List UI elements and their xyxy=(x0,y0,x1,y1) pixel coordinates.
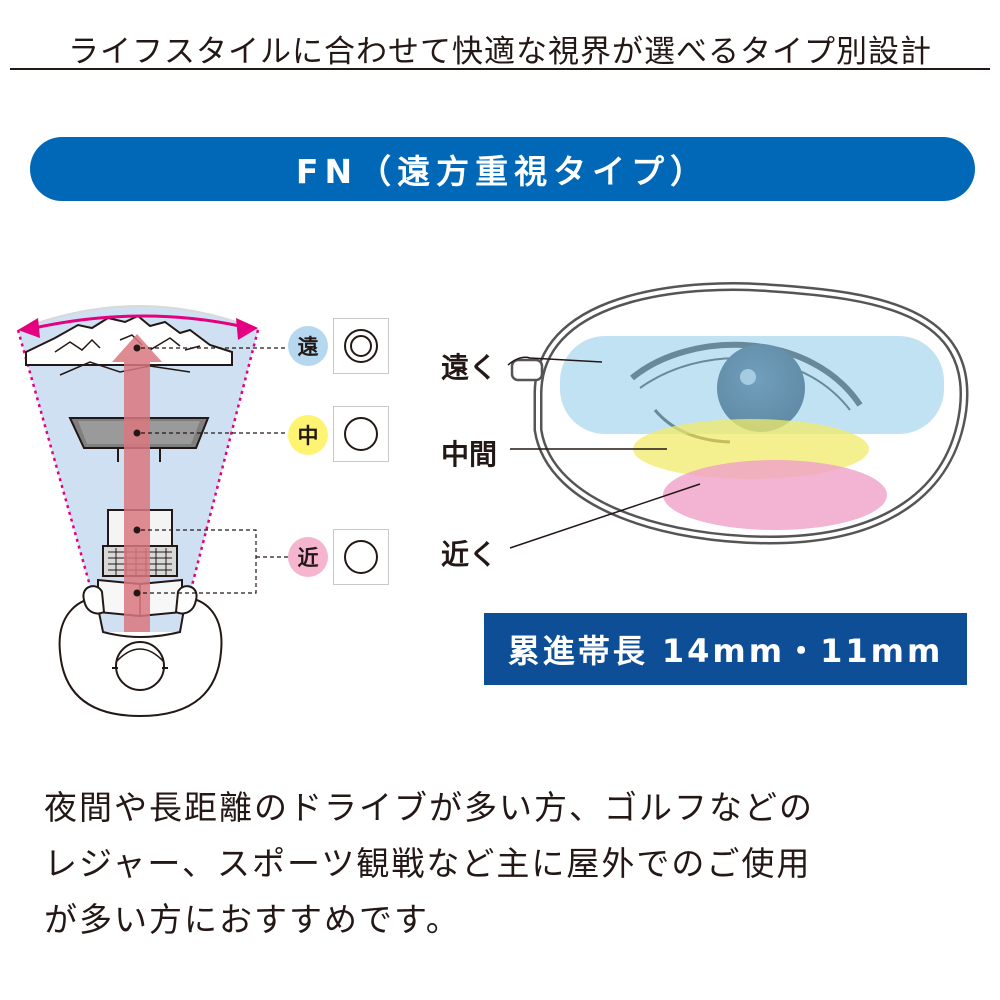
sight-line-arrow xyxy=(112,334,162,632)
zone-label-near: 近く xyxy=(441,538,498,571)
field-width-arrow xyxy=(18,314,258,340)
focus-points xyxy=(133,344,141,597)
corridor-length-box: 累進帯長 14mm・11mm xyxy=(484,613,967,685)
zone-leaders xyxy=(507,356,701,549)
lens-view-mid-icon xyxy=(333,406,389,462)
lens-view-near-icon xyxy=(333,529,389,585)
distance-badge-near: 近 xyxy=(288,537,328,577)
lens-zone-near xyxy=(663,460,887,530)
zone-label-far: 遠く xyxy=(441,351,498,384)
zone-label-mid: 中間 xyxy=(441,438,498,471)
lens-zone-far xyxy=(560,336,944,434)
distance-badge-far: 遠 xyxy=(288,326,328,366)
description: 夜間や長距離のドライブが多い方、ゴルフなどの レジャー、スポーツ観戦など主に屋外… xyxy=(44,780,974,948)
page-title: ライフスタイルに合わせて快適な視界が選べるタイプ別設計 xyxy=(68,34,932,70)
type-banner: FN（遠方重視タイプ） xyxy=(30,137,975,201)
description-line-1: 夜間や長距離のドライブが多い方、ゴルフなどの xyxy=(44,788,814,827)
description-line-2: レジャー、スポーツ観戦など主に屋外でのご使用 xyxy=(44,844,812,883)
corridor-length-label: 累進帯長 14mm・11mm xyxy=(507,632,944,670)
person-icon xyxy=(58,585,223,718)
title-underline xyxy=(10,68,990,70)
leader-lines xyxy=(141,347,288,594)
lens-view-far-icon xyxy=(333,318,389,374)
type-banner-label: FN（遠方重視タイプ） xyxy=(295,152,710,191)
description-line-3: が多い方におすすめです。 xyxy=(44,900,461,939)
mountain-icon xyxy=(25,314,233,376)
distance-badge-mid: 中 xyxy=(288,415,328,455)
